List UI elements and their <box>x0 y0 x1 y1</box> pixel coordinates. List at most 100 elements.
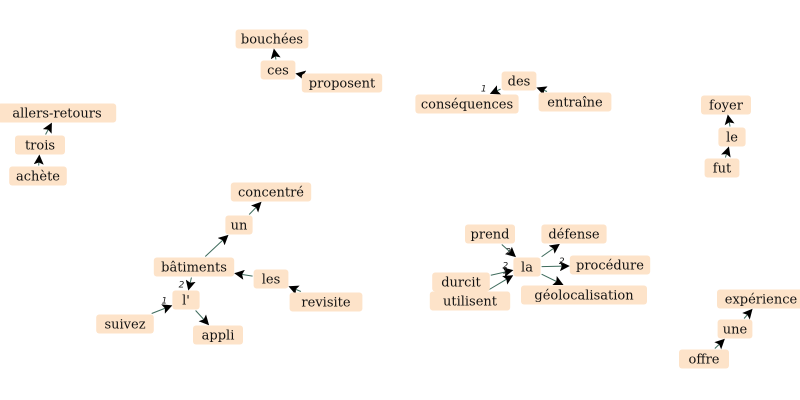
node-label: ces <box>267 64 289 79</box>
node-box <box>718 127 746 147</box>
nodes-layer: bouchées ces proposent des conséquences entra… <box>0 29 800 369</box>
node-une: une <box>717 319 753 339</box>
edge-offre-une <box>714 338 725 350</box>
edge-label: 2 <box>505 248 511 258</box>
node-utilisent: utilisent <box>429 291 511 311</box>
node-box <box>225 215 253 235</box>
edge-la-geoloc <box>541 273 564 286</box>
node-label: concentré <box>238 186 304 201</box>
edge-les-batiments <box>234 269 253 280</box>
node-label: le <box>726 131 738 146</box>
node-label: prend <box>471 228 510 243</box>
edge-label: 2 <box>559 257 565 267</box>
node-box <box>153 257 235 277</box>
node-box <box>0 103 117 123</box>
node-box <box>521 285 647 305</box>
edge-des-consequences <box>489 85 501 95</box>
node-label: défense <box>548 228 600 243</box>
edge-la-procedure <box>541 261 570 272</box>
node-concentre: concentré <box>230 182 312 202</box>
edge-utilisent-la <box>487 275 514 291</box>
node-label: trois <box>25 139 55 154</box>
node-box <box>679 349 729 369</box>
node-trois: trois <box>15 135 65 155</box>
edge-label: 1 <box>481 85 487 95</box>
node-box <box>172 290 200 310</box>
node-box <box>704 158 740 178</box>
edge-label: 1 <box>503 267 509 277</box>
edge-la-defense <box>541 243 560 258</box>
node-box <box>465 224 515 244</box>
node-appli: appli <box>193 325 243 345</box>
node-proposent: proposent <box>301 73 383 93</box>
edge-ces-bouchees <box>270 48 281 60</box>
node-offre: offre <box>679 349 729 369</box>
node-label: fut <box>713 162 732 177</box>
node-box <box>230 182 312 202</box>
node-box <box>301 73 383 93</box>
node-box <box>415 94 519 114</box>
node-box <box>15 135 65 155</box>
node-label: géolocalisation <box>534 289 634 304</box>
node-ces: ces <box>260 60 296 80</box>
node-foyer: foyer <box>701 95 751 115</box>
node-label: durcit <box>441 276 481 291</box>
node-box <box>501 71 537 91</box>
node-experience: expérience <box>717 289 800 309</box>
node-bouchees: bouchées <box>235 29 309 49</box>
node-consequences: conséquences <box>415 94 519 114</box>
node-defense: défense <box>541 224 607 244</box>
node-le: le <box>718 127 746 147</box>
node-label: les <box>262 273 281 288</box>
node-un: un <box>225 215 253 235</box>
node-label: expérience <box>725 293 798 308</box>
node-box <box>96 314 154 334</box>
node-box <box>513 257 541 277</box>
edge-durcit-la <box>490 267 514 278</box>
node-box <box>717 289 800 309</box>
node-box <box>260 60 296 80</box>
node-box <box>701 95 751 115</box>
node-label: allers-retours <box>12 107 101 122</box>
node-les: les <box>253 269 289 289</box>
node-label: utilisent <box>443 295 498 310</box>
node-label: revisite <box>301 296 350 311</box>
edge-batiments-l <box>185 277 196 291</box>
node-label: achète <box>16 170 60 185</box>
edge-revisite-les <box>288 285 302 295</box>
node-label: proposent <box>309 77 376 92</box>
edge-le-foyer <box>724 114 735 127</box>
node-label: un <box>231 219 248 234</box>
node-prend: prend <box>465 224 515 244</box>
edge-entraine-des <box>536 86 548 96</box>
edge-label: 1 <box>162 297 168 307</box>
node-box <box>193 325 243 345</box>
node-l: l' <box>172 290 200 310</box>
node-label: bâtiments <box>161 261 227 276</box>
edge-batiments-un <box>204 234 229 257</box>
node-box <box>429 291 511 311</box>
node-fut: fut <box>704 158 740 178</box>
node-label: la <box>521 261 533 276</box>
node-label: foyer <box>709 99 744 114</box>
edge-un-concentre <box>248 201 262 215</box>
node-box <box>9 166 67 186</box>
node-label: l' <box>182 294 190 309</box>
node-achete: achète <box>9 166 67 186</box>
node-entraine: entraîne <box>538 92 612 112</box>
node-label: bouchées <box>241 33 303 48</box>
node-procedure: procédure <box>569 255 651 275</box>
node-label: des <box>508 75 531 90</box>
node-label: offre <box>689 353 720 368</box>
node-box <box>289 292 363 312</box>
edge-trois-allers <box>42 122 52 135</box>
edge-fut-le <box>721 146 731 158</box>
node-revisite: revisite <box>289 292 363 312</box>
edge-achete-trois <box>33 154 44 166</box>
node-suivez: suivez <box>96 314 154 334</box>
node-label: conséquences <box>421 98 513 113</box>
node-label: procédure <box>576 259 644 274</box>
node-des: des <box>501 71 537 91</box>
edge-suivez-l <box>151 304 173 314</box>
edge-l-appli <box>195 310 210 326</box>
